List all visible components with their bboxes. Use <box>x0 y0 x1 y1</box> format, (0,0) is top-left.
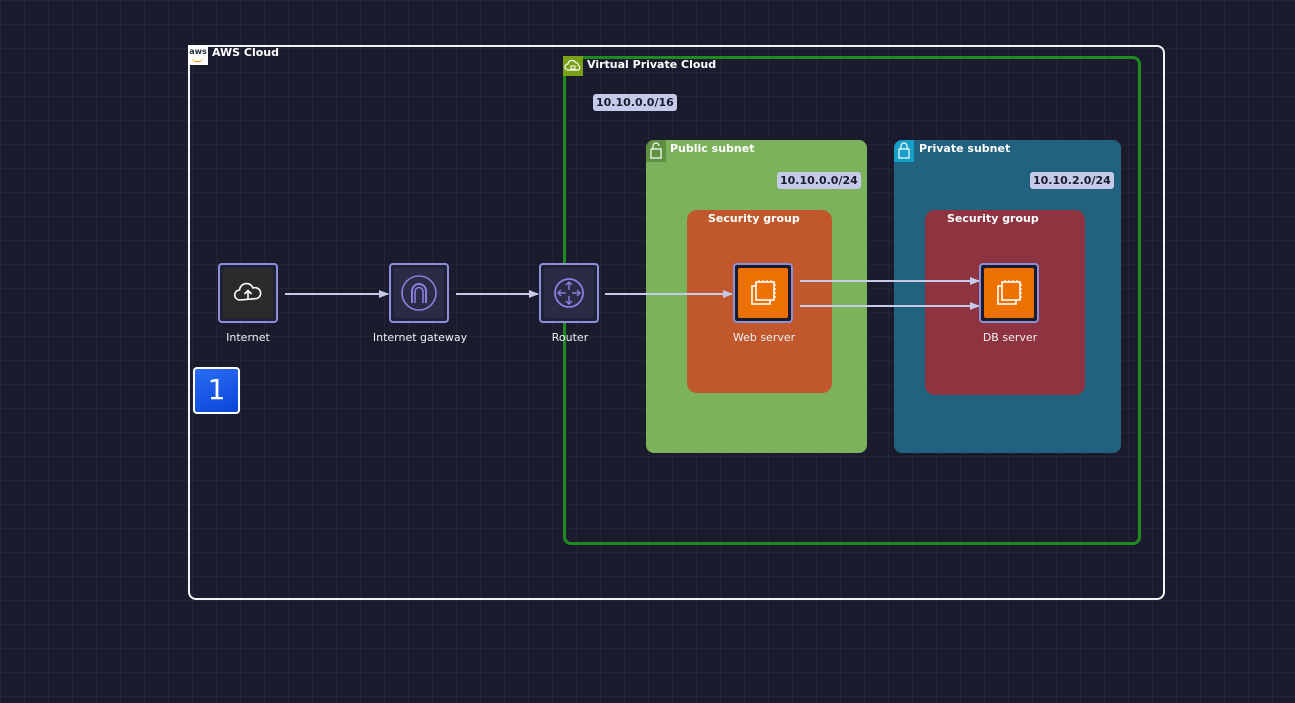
gateway-arch-icon <box>394 268 444 318</box>
aws-cloud-label: AWS Cloud <box>212 46 280 59</box>
web-server-node[interactable] <box>733 263 793 323</box>
step-number-badge[interactable]: 1 <box>193 367 240 414</box>
vpc-label: Virtual Private Cloud <box>587 58 717 71</box>
aws-cloud-group[interactable] <box>188 45 1165 600</box>
router-label: Router <box>551 331 589 344</box>
cloud-upload-icon <box>223 268 273 318</box>
internet-gateway-node[interactable] <box>389 263 449 323</box>
db-server-label: DB server <box>982 331 1038 344</box>
db-security-group-label: Security group <box>947 212 1039 225</box>
router-icon <box>544 268 594 318</box>
public-subnet-cidr-tag: 10.10.0.0/24 <box>777 172 861 189</box>
private-subnet-label: Private subnet <box>919 142 1011 155</box>
vpc-cloud-lock-icon <box>563 56 583 76</box>
internet-node[interactable] <box>218 263 278 323</box>
internet-gateway-label: Internet gateway <box>372 331 468 344</box>
web-server-label: Web server <box>732 331 796 344</box>
public-subnet-label: Public subnet <box>670 142 755 155</box>
router-node[interactable] <box>539 263 599 323</box>
ec2-instance-icon <box>738 268 788 318</box>
public-subnet-lock-icon <box>646 140 666 162</box>
ec2-instance-icon <box>984 268 1034 318</box>
aws-logo-icon: aws <box>188 45 208 65</box>
private-subnet-cidr-tag: 10.10.2.0/24 <box>1030 172 1114 189</box>
web-security-group-label: Security group <box>708 212 800 225</box>
aws-logo-text: aws <box>189 47 207 56</box>
db-server-node[interactable] <box>979 263 1039 323</box>
vpc-cidr-tag: 10.10.0.0/16 <box>593 94 677 111</box>
private-subnet-lock-icon <box>894 140 914 162</box>
internet-label: Internet <box>226 331 270 344</box>
